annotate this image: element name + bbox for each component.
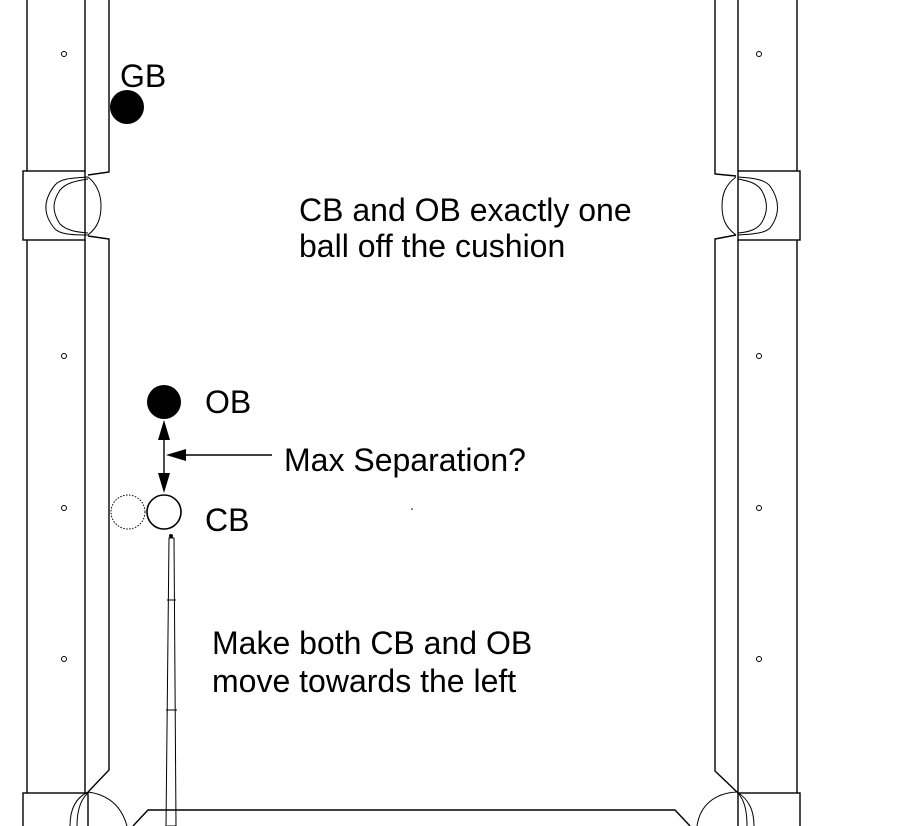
object-ball	[147, 385, 181, 419]
note-direction-line1: Make both CB and OB	[212, 625, 532, 661]
diamond-icon	[756, 656, 762, 662]
diamond-icon	[756, 51, 762, 57]
diamond-icon	[61, 51, 67, 57]
separation-arrow	[158, 420, 272, 493]
diamond-icon	[61, 656, 67, 662]
note-direction-line2: move towards the left	[212, 663, 516, 699]
center-spot	[411, 508, 413, 510]
diamond-icon	[756, 353, 762, 359]
ghost-ball-gb	[110, 90, 144, 124]
cue-stick	[165, 534, 177, 826]
diamond-markers-left	[61, 51, 67, 662]
right-rail	[696, 0, 801, 826]
bottom-cushion	[132, 809, 691, 826]
diamond-icon	[756, 505, 762, 511]
note-cushion-line1: CB and OB exactly one	[299, 192, 632, 228]
diamond-icon	[61, 353, 67, 359]
left-rail	[22, 0, 128, 826]
cue-ball	[146, 494, 182, 530]
label-gb: GB	[120, 58, 166, 94]
label-ob: OB	[205, 384, 251, 420]
note-cushion-line2: ball off the cushion	[299, 228, 565, 264]
diamond-icon	[61, 505, 67, 511]
label-cb: CB	[205, 502, 249, 538]
label-max-separation: Max Separation?	[284, 442, 526, 478]
cue-ball-alternate-position	[110, 494, 146, 530]
diamond-markers-right	[756, 51, 762, 662]
